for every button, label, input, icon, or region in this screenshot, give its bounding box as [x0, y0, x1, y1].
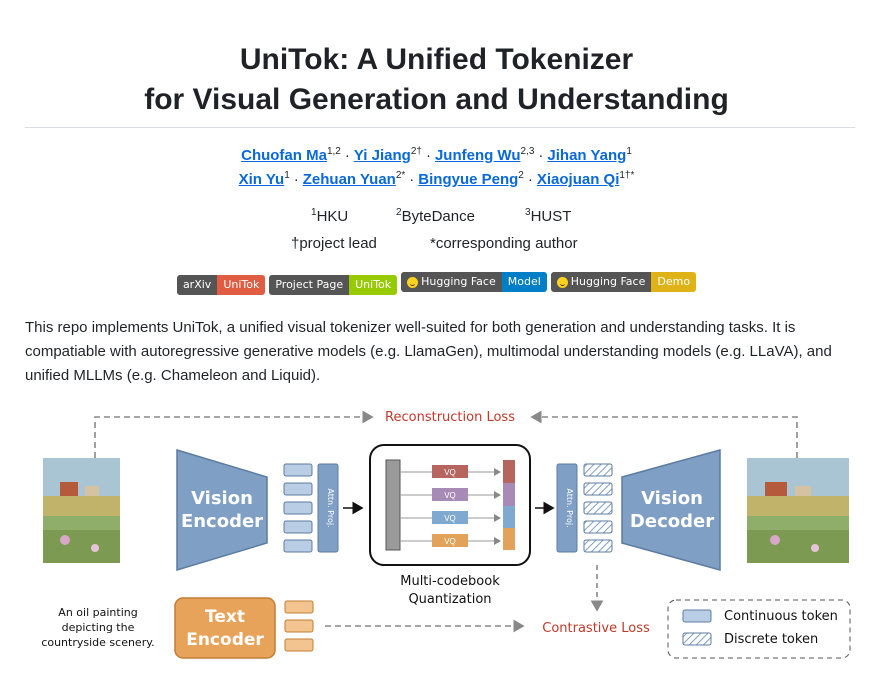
- author-affil-sup: 1: [626, 146, 632, 157]
- badge-label: Hugging Face: [570, 275, 646, 288]
- vq-box: [432, 465, 468, 478]
- contrastive-loss-label: Contrastive Loss: [542, 621, 650, 636]
- vq-box: [432, 534, 468, 547]
- hf-demo-badge[interactable]: Hugging Face Demo: [550, 272, 697, 292]
- badge-label: arXiv: [176, 274, 218, 295]
- author-separator: ·: [293, 171, 299, 188]
- continuous-token-stack: [283, 463, 313, 553]
- reconstruction-loss-label: Reconstruction Loss: [385, 410, 515, 425]
- title-line-2: for Visual Generation and Understanding: [144, 83, 729, 116]
- attn-proj-block-right: [556, 463, 578, 553]
- vq-label: VQ: [444, 514, 456, 523]
- vq-label: VQ: [444, 537, 456, 546]
- vq-box: [432, 511, 468, 524]
- author-separator: ·: [527, 171, 533, 188]
- author-affil-sup: 1: [284, 170, 290, 181]
- input-painting-image: [43, 458, 120, 563]
- author-link[interactable]: Junfeng Wu: [434, 147, 521, 164]
- caption-line-1: An oil painting: [58, 606, 137, 619]
- architecture-diagram: Reconstruction Loss Vision Encoder Attn.…: [41, 410, 851, 659]
- author-link[interactable]: Xin Yu: [238, 171, 285, 188]
- author-separator: ·: [538, 147, 544, 164]
- author-link[interactable]: Jihan Yang: [547, 147, 627, 164]
- legend-discrete-swatch: [682, 632, 712, 646]
- author-link[interactable]: Bingyue Peng: [418, 171, 519, 188]
- author-affil-sup: 1,2: [326, 146, 341, 157]
- vq-rows: [400, 465, 501, 547]
- author-link[interactable]: Zehuan Yuan: [302, 171, 396, 188]
- caption-line-2: depicting the: [62, 621, 135, 634]
- token-column: [385, 459, 401, 551]
- badge-value: Model: [501, 272, 547, 292]
- project-lead-note: †project lead: [291, 235, 377, 252]
- attn-proj-block-left: [317, 463, 339, 553]
- vision-decoder-label-2: Decoder: [630, 511, 714, 532]
- hugging-face-icon: [556, 276, 568, 288]
- codebook-column: [503, 460, 515, 550]
- text-encoder-label-1: Text: [205, 607, 245, 627]
- text-encoder-block: [174, 597, 276, 659]
- legend-continuous-swatch: [682, 609, 712, 623]
- vision-encoder-label-1: Vision: [191, 488, 253, 509]
- vision-encoder-label-2: Encoder: [181, 511, 263, 532]
- affiliation-hku: 1HKU: [311, 207, 349, 226]
- vq-box: [432, 488, 468, 501]
- author-affil-sup: 2,3: [520, 146, 535, 157]
- author-affil-sup: 2†: [410, 146, 422, 157]
- vision-decoder-label-1: Vision: [641, 488, 703, 509]
- hugging-face-icon: [407, 276, 419, 288]
- vq-label: VQ: [444, 468, 456, 477]
- discrete-token-stack: [583, 463, 613, 553]
- badge-value: Demo: [651, 272, 697, 292]
- author-separator: ·: [425, 147, 431, 164]
- legend-box: [667, 599, 851, 659]
- author-affil-sup: 1†*: [619, 170, 635, 181]
- affiliation-bytedance: 2ByteDance: [396, 207, 475, 226]
- quantization-box: [369, 444, 531, 566]
- repo-description: This repo implements UniTok, a unified v…: [25, 319, 832, 384]
- output-painting-image: [747, 458, 849, 563]
- badge-label: Hugging Face: [421, 275, 496, 288]
- corresponding-note: *corresponding author: [430, 235, 578, 252]
- page-title: UniTok: A Unified Tokenizer for Visual G…: [0, 40, 873, 120]
- author-line-1: Chuofan Ma1,2·Yi Jiang2†·Junfeng Wu2,3·J…: [0, 145, 873, 167]
- author-separator: ·: [409, 171, 415, 188]
- legend-continuous-label: Continuous token: [724, 609, 838, 624]
- title-divider: [25, 127, 855, 128]
- text-token-stack: [284, 600, 314, 652]
- vq-label: VQ: [444, 491, 456, 500]
- quantization-label-1: Multi-codebook: [400, 574, 500, 589]
- author-separator: ·: [344, 147, 350, 164]
- author-line-2: Xin Yu1·Zehuan Yuan2*·Bingyue Peng2·Xiao…: [0, 169, 873, 191]
- author-link[interactable]: Chuofan Ma: [241, 147, 327, 164]
- legend-discrete-label: Discrete token: [724, 632, 818, 647]
- quantization-label-2: Quantization: [408, 592, 491, 607]
- author-affil-sup: 2*: [395, 170, 406, 181]
- text-encoder-label-2: Encoder: [186, 630, 264, 650]
- badge-value: UniTok: [217, 274, 266, 295]
- vision-encoder-block: [176, 448, 268, 572]
- badge-value: UniTok: [349, 274, 398, 295]
- affiliation-hust: 3HUST: [525, 207, 572, 226]
- hf-model-badge[interactable]: Hugging Face Model: [401, 272, 547, 292]
- author-link[interactable]: Yi Jiang: [353, 147, 411, 164]
- badge-label: Project Page: [269, 274, 350, 295]
- attn-proj-label-left: Attn. Proj.: [326, 488, 335, 527]
- reconstruction-loss-path: [94, 410, 798, 458]
- author-link[interactable]: Xiaojuan Qi: [536, 171, 620, 188]
- attn-proj-label-right: Attn. Proj.: [565, 488, 574, 527]
- title-line-1: UniTok: A Unified Tokenizer: [239, 43, 634, 76]
- author-affil-sup: 2: [518, 170, 524, 181]
- vision-decoder-block: [621, 449, 721, 571]
- caption-line-3: countryside scenery.: [41, 636, 154, 649]
